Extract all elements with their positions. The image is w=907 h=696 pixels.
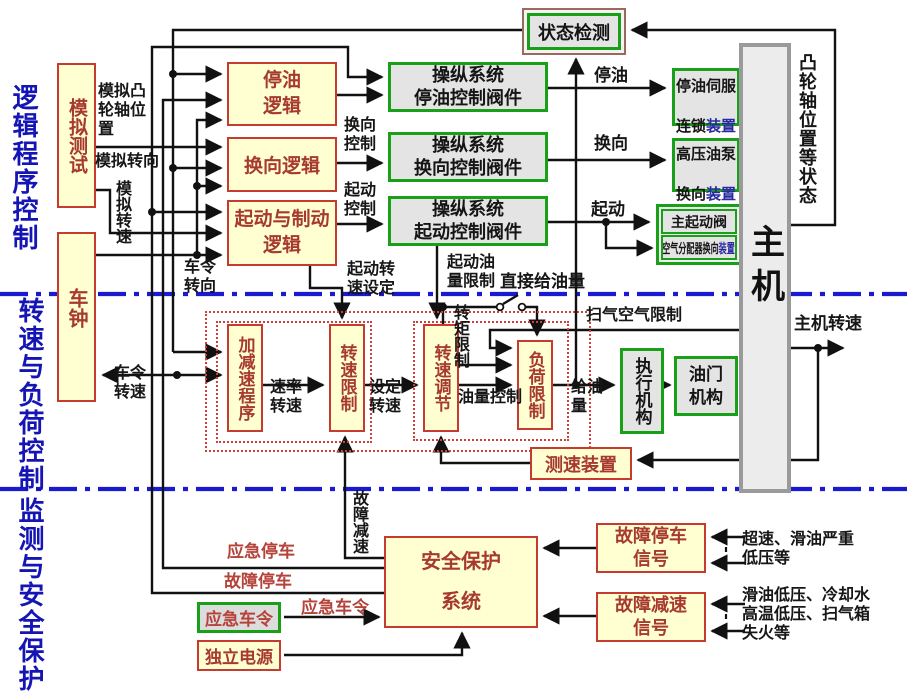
box-hp-pump-reversing-device: 高压油泵 换向装置 (672, 138, 740, 203)
box-control-reversing-valves: 操纵系统 换向控制阀件 (388, 132, 548, 182)
label-sim-camshaft-position: 模拟凸 轮轴位 置 (98, 83, 147, 138)
box-control-starting-valves: 操纵系统 起动控制阀件 (388, 196, 548, 246)
label-stop-causes: 超速、滑油严重 低压等 (742, 531, 855, 567)
label-sim-direction: 模拟转向 (95, 153, 160, 170)
box-telegraph: 车钟 (57, 232, 96, 402)
box-throttle-mechanism: 油门 机构 (674, 356, 738, 416)
box-control-stop-fuel-valves: 操纵系统 停油控制阀件 (388, 62, 548, 112)
label-telegraph-direction: 车令 转向 (184, 259, 217, 295)
section-label-speed: 转速与负荷控制 (15, 297, 45, 493)
box-starting-devices-group: 主起动阀 空气分配器换向装置 (656, 204, 742, 265)
telegraph-label: 车钟 (65, 288, 87, 328)
label-fault-slowdown: 故障减速 (350, 490, 367, 554)
box-stop-fuel-servo-interlock: 停油伺服 连锁装置 (672, 68, 740, 135)
pump-line2-device: 装置 (706, 186, 737, 203)
box-independent-power: 独立电源 (197, 640, 281, 671)
main-engine-label: 主机 (745, 224, 784, 312)
box-tachometer-device: 测速装置 (530, 447, 632, 480)
box-start-brake-logic: 起动与制动 逻辑 (227, 200, 337, 266)
servo-line2: 连锁 (675, 118, 706, 135)
label-fault-stop: 故障停车 (224, 572, 292, 591)
box-simulation-test: 模拟测试 (57, 63, 96, 208)
air-distributor-black: 空气分配器换向 (662, 241, 720, 256)
box-main-starting-valve: 主起动阀 (661, 209, 737, 234)
label-reversing: 换向 (594, 134, 628, 153)
pump-line1: 高压油泵 (675, 146, 736, 163)
label-stop-fuel: 停油 (594, 66, 628, 85)
box-accel-decel-program: 加减速程序 (227, 324, 263, 432)
box-main-engine: 主机 (739, 43, 791, 493)
label-engine-speed: 主机转速 (794, 314, 862, 333)
label-slowdown-causes: 滑油低压、冷却水 高温低压、扫气箱 失火等 (742, 587, 871, 642)
label-starting-control: 起动 控制 (344, 182, 377, 218)
label-scavenge-air-limit: 扫气空气限制 (586, 307, 683, 324)
label-reversing-control: 换向 控制 (344, 117, 377, 153)
label-start-fuel-limit: 起动油 量限制 (447, 254, 496, 290)
air-distributor-text: 空气分配器换向装置 (662, 238, 736, 257)
label-fuel-supply: 给油 量 (571, 379, 604, 415)
box-reversing-logic: 换向逻辑 (227, 137, 337, 192)
air-distributor-blue: 装置 (719, 241, 736, 256)
junction-dots (148, 70, 822, 389)
actuator-label: 执行机构 (632, 357, 652, 425)
servo-line1: 停油伺服 (675, 78, 736, 95)
box-air-distributor-reversing: 空气分配器换向装置 (661, 235, 737, 260)
label-camshaft-status: 凸轮轴位置等状态 (797, 53, 817, 205)
label-direct-fuel-amount: 直接给油量 (500, 272, 585, 291)
pump-line2: 换向 (675, 186, 706, 203)
box-emergency-telegraph: 应急车令 (197, 602, 281, 633)
box-load-limit: 负荷限制 (517, 340, 553, 430)
box-actuator: 执行机构 (620, 348, 664, 434)
section-label-monitor: 监测与安全保护 (15, 497, 45, 693)
label-starting: 起动 (591, 200, 625, 219)
label-start-speed-setting: 起动转 速设定 (347, 261, 396, 297)
box-speed-limit: 转速限制 (329, 324, 365, 432)
servo-line2-device: 装置 (706, 118, 737, 135)
section-label-logic: 逻辑程序控制 (9, 84, 39, 252)
label-fuel-control: 油量控制 (458, 389, 523, 406)
label-sim-speed: 模拟转速 (113, 180, 130, 244)
box-status-detection: 状态检测 (527, 13, 621, 50)
label-rate-speed: 速率 转速 (270, 379, 303, 415)
box-fault-slowdown-signal: 故障减速 信号 (596, 592, 706, 642)
label-emergency-stop: 应急停车 (227, 542, 295, 561)
box-speed-regulation: 转速调节 (423, 324, 459, 432)
label-emergency-telegraph-line: 应急车令 (301, 598, 369, 617)
label-telegraph-speed: 车令 转速 (114, 365, 147, 401)
box-fault-stop-signal: 故障停车 信号 (596, 523, 706, 573)
box-safety-protection-system: 安全保护 系统 (384, 536, 538, 628)
box-status-detection-outer: 状态检测 (522, 8, 626, 55)
box-stop-fuel-logic: 停油 逻辑 (227, 62, 337, 126)
label-torque-limit: 转矩限制 (451, 304, 468, 368)
label-set-speed: 设定 转速 (369, 379, 402, 415)
